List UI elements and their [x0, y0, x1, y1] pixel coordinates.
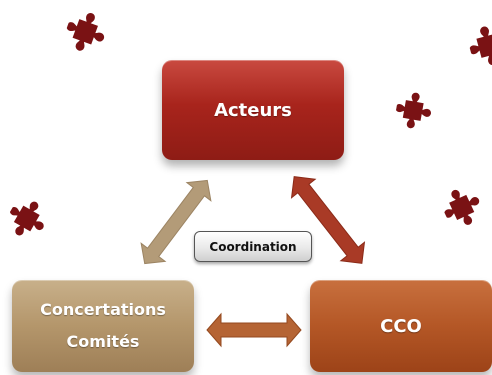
- puzzle-piece-icon: [392, 89, 435, 132]
- node-acteurs: Acteurs: [162, 60, 344, 160]
- puzzle-piece-icon: [0, 192, 53, 245]
- puzzle-piece-icon: [465, 21, 492, 71]
- node-acteurs-label: Acteurs: [214, 99, 292, 121]
- node-comites-label: Comités: [66, 332, 140, 351]
- node-concertations-label: Concertations: [40, 300, 166, 319]
- node-concertations-comites: Concertations Comités: [12, 280, 194, 372]
- arrow-concertations-cco: [206, 312, 302, 348]
- node-cco: CCO: [310, 280, 492, 372]
- coordination-label: Coordination: [194, 231, 312, 262]
- arrow-acteurs-cco: [290, 176, 366, 264]
- puzzle-piece-icon: [437, 182, 487, 233]
- puzzle-piece-icon: [59, 6, 111, 58]
- coordination-text: Coordination: [209, 239, 297, 254]
- arrow-acteurs-concertations: [140, 179, 212, 265]
- node-cco-label: CCO: [380, 315, 422, 337]
